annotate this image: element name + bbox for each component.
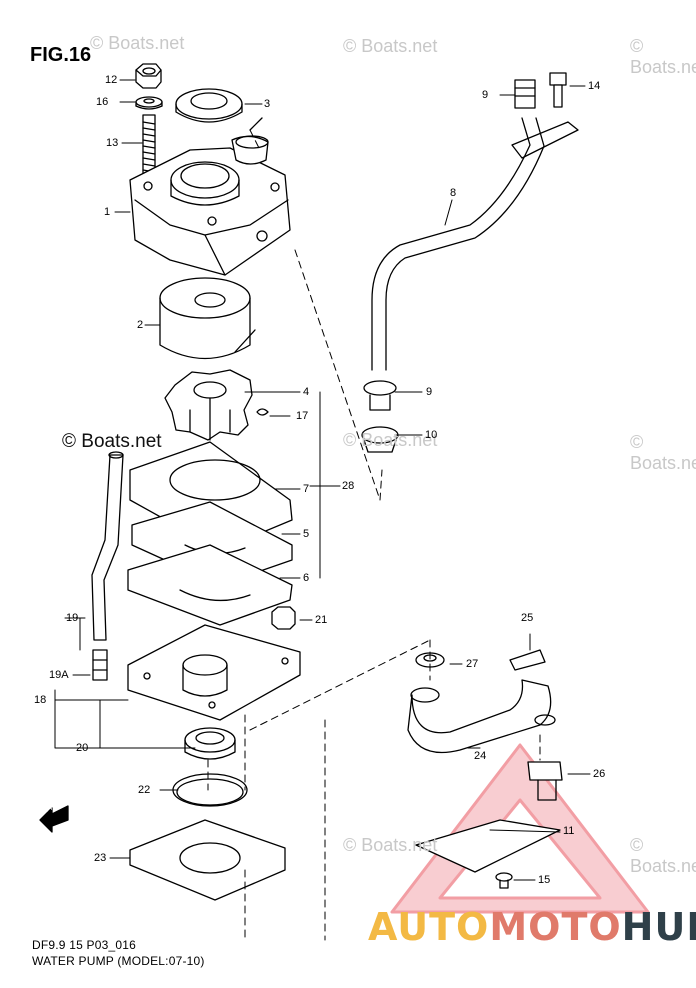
callout-8: 8 <box>450 187 457 199</box>
lower-plate-part-18 <box>127 624 301 721</box>
hose-part-8 <box>371 117 579 371</box>
callout-26: 26 <box>593 768 606 780</box>
callout-13: 13 <box>106 137 119 149</box>
callout-22: 22 <box>138 784 151 796</box>
watermark-text: © Boats.net <box>343 835 438 855</box>
screw-part-15 <box>495 872 513 889</box>
callout-17: 17 <box>296 410 309 422</box>
watermark-text: © Boats.net <box>343 36 438 56</box>
callout-9-lower: 9 <box>426 386 433 398</box>
callout-28: 28 <box>342 480 355 492</box>
fwd-arrow-icon <box>39 805 69 833</box>
impeller-part-4 <box>164 369 253 441</box>
grommet-part-9-top <box>514 79 536 109</box>
callout-15: 15 <box>538 874 551 886</box>
callout-19: 19 <box>66 612 79 624</box>
callout-24: 24 <box>474 750 487 762</box>
plate-part-5 <box>131 501 293 586</box>
grommet-part-26 <box>527 761 563 801</box>
callout-10: 10 <box>425 429 438 441</box>
watermark-text: © Boats.net <box>62 431 162 452</box>
callout-16: 16 <box>96 96 109 108</box>
brand-part-moto: MOTO <box>489 905 622 949</box>
seal-part-3 <box>175 88 243 123</box>
dashed-guide-lines <box>207 129 541 941</box>
brand-part-auto: AUTO <box>368 905 490 949</box>
nut-part-21 <box>271 606 296 630</box>
callout-20: 20 <box>76 742 89 754</box>
callout-27: 27 <box>466 658 479 670</box>
callout-18: 18 <box>34 694 47 706</box>
callout-23: 23 <box>94 852 107 864</box>
seal-part-20 <box>184 727 236 760</box>
figure-label: FIG.16 <box>30 44 92 66</box>
water-tube-part-19 <box>91 451 124 641</box>
nut-part-12 <box>135 63 162 89</box>
plate-part-11 <box>415 819 561 873</box>
callout-5: 5 <box>303 528 310 540</box>
gasket-part-7-opening <box>169 459 261 501</box>
brand-logo-text: AUTOMOTOHUB <box>368 905 696 949</box>
callout-14: 14 <box>588 80 601 92</box>
watermark-text: © Boats.net <box>630 835 696 876</box>
diagram-title: WATER PUMP (MODEL:07-10) <box>32 954 205 968</box>
callout-21: 21 <box>315 614 328 626</box>
diagram-code: DF9.9 15 P03_016 <box>32 938 136 952</box>
washer-part-16 <box>135 96 163 110</box>
callout-6: 6 <box>303 572 310 584</box>
gasket-part-23-opening <box>179 842 241 874</box>
pump-case-part-1 <box>129 117 291 276</box>
callout-3: 3 <box>264 98 271 110</box>
stud-part-13 <box>142 114 156 178</box>
liner-part-2 <box>159 277 256 360</box>
gasket-part-6-slot <box>179 589 251 602</box>
leader-lines <box>54 79 591 881</box>
o-ring-part-22 <box>172 773 248 807</box>
callout-1: 1 <box>104 206 111 218</box>
watermark-text: © Boats.net <box>630 36 696 77</box>
gasket-part-7 <box>129 441 293 551</box>
grommet-part-9-lower <box>363 380 397 411</box>
key-part-17 <box>256 408 269 416</box>
callout-9-top: 9 <box>482 89 489 101</box>
watermark-text: © Boats.net <box>630 432 696 473</box>
connector-part-19a <box>92 649 108 681</box>
callout-25: 25 <box>521 612 534 624</box>
callout-7: 7 <box>303 483 310 495</box>
callout-4: 4 <box>303 386 310 398</box>
gasket-part-6 <box>127 544 293 626</box>
bolt-part-25 <box>509 649 546 671</box>
callout-2: 2 <box>137 319 144 331</box>
gasket-part-23 <box>129 819 286 901</box>
elbow-pipe-part-24 <box>407 679 556 754</box>
bolt-part-14 <box>549 72 567 108</box>
brand-part-hub: HUB <box>621 905 696 949</box>
callout-19a: 19A <box>49 669 69 681</box>
watermark-text: © Boats.net <box>90 33 185 53</box>
watermark-text: © Boats.net <box>343 430 438 450</box>
callout-11: 11 <box>563 825 575 837</box>
callout-12: 12 <box>105 74 118 86</box>
